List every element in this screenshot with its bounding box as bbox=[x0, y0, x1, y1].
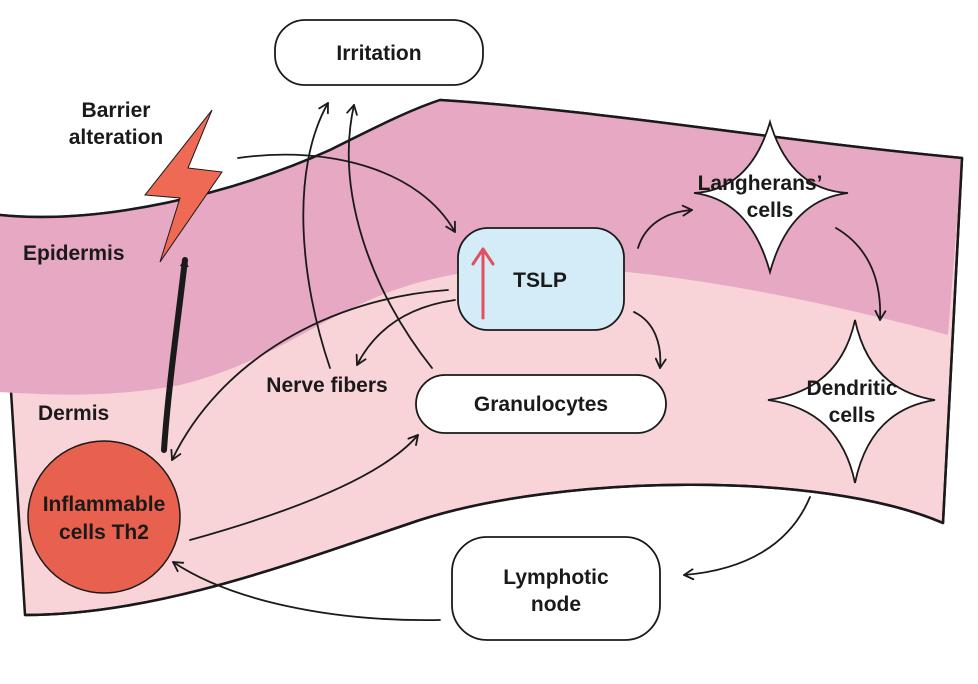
arrow-lymphotic-to-inflammable bbox=[172, 561, 441, 622]
arrow-langherans-to-dendritic bbox=[835, 227, 887, 321]
barrier-alteration-label-1: Barrier bbox=[82, 99, 151, 122]
barrier-alteration-label-2: alteration bbox=[69, 126, 164, 149]
arrows bbox=[161, 102, 887, 622]
nerve-fibers-label: Nerve fibers bbox=[266, 374, 387, 397]
irritation-box bbox=[274, 19, 484, 86]
tslp-box bbox=[457, 227, 625, 331]
dendritic-label-1: Dendritic bbox=[806, 377, 897, 400]
lightning-bolt-icon bbox=[144, 109, 223, 263]
lymphotic-node-box bbox=[451, 536, 661, 641]
arrow-tslp-to-langherans bbox=[637, 204, 693, 249]
irritation-label: Irritation bbox=[336, 42, 421, 65]
inflammable-label-1: Inflammable bbox=[43, 493, 166, 516]
dendritic-label-2: cells bbox=[829, 404, 876, 427]
arrow-barrier-to-tslp bbox=[237, 153, 456, 233]
tslp-label: TSLP bbox=[513, 269, 567, 292]
arrow-granulocytes-to-irritation bbox=[346, 104, 433, 369]
langherans-label-1: Langherans’ bbox=[698, 172, 823, 195]
skin-outline bbox=[0, 98, 964, 617]
arrow-tslp-to-inflammable bbox=[170, 289, 449, 461]
inflammable-label-2: cells Th2 bbox=[59, 521, 149, 544]
dendritic-cell-shape bbox=[767, 319, 936, 484]
lymphotic-label-1: Lymphotic bbox=[503, 566, 609, 589]
arrow-tslp-to-granulocytes bbox=[633, 311, 667, 369]
granulocytes-label: Granulocytes bbox=[474, 393, 608, 416]
lymphotic-label-2: node bbox=[531, 593, 581, 616]
inflammable-cell-circle bbox=[27, 440, 181, 594]
arrow-dendritic-to-lymphotic bbox=[683, 496, 811, 581]
dermis-label: Dermis bbox=[38, 402, 109, 425]
arrow-inflammable-to-granulocytes bbox=[189, 434, 419, 541]
epidermis-label: Epidermis bbox=[23, 242, 125, 265]
arrow-nerve-fibers-to-irritation bbox=[302, 102, 331, 369]
langherans-label-2: cells bbox=[747, 199, 794, 222]
arrow-inflammable-to-barrier bbox=[161, 257, 189, 453]
langherans-cell-shape bbox=[693, 118, 849, 276]
granulocytes-box bbox=[415, 374, 667, 434]
arrow-tslp-to-nerve-fibers bbox=[355, 299, 456, 366]
up-arrow-icon bbox=[471, 247, 495, 320]
